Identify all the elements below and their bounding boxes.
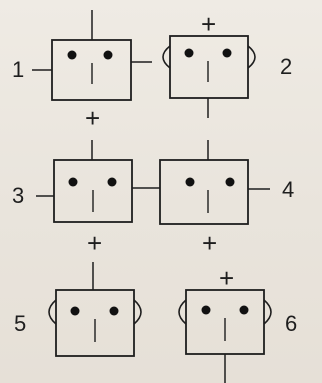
left-eye — [202, 306, 211, 315]
plus-sign: + — [202, 228, 217, 258]
left-eye — [71, 307, 80, 316]
face-3: 3 — [12, 160, 160, 222]
face-2: + 2 — [163, 9, 292, 118]
plus-sign: + — [219, 263, 234, 293]
left-eye — [68, 51, 77, 60]
plus-sign: + — [201, 9, 216, 39]
face-6: + 6 — [179, 263, 297, 383]
right-ear — [264, 300, 271, 324]
face-label-3: 3 — [12, 183, 24, 208]
left-ear — [179, 300, 186, 324]
right-eye — [226, 178, 235, 187]
right-eye — [104, 51, 113, 60]
right-eye — [108, 178, 117, 187]
right-eye — [240, 306, 249, 315]
face-label-2: 2 — [280, 54, 292, 79]
left-eye — [186, 178, 195, 187]
face-label-4: 4 — [282, 177, 294, 202]
right-eye — [223, 49, 232, 58]
face-label-6: 6 — [285, 311, 297, 336]
left-ear — [163, 46, 170, 68]
plus-sign: + — [85, 103, 100, 133]
left-ear — [49, 300, 56, 324]
right-ear — [134, 300, 141, 324]
face-1: 1 — [12, 10, 152, 100]
face-4: 4 — [160, 160, 294, 224]
face-label-1: 1 — [12, 57, 24, 82]
left-eye — [69, 178, 78, 187]
right-ear — [248, 46, 255, 68]
right-eye — [110, 307, 119, 316]
face-5: 5 — [14, 290, 141, 356]
left-eye — [185, 49, 194, 58]
plus-sign: + — [87, 228, 102, 258]
face-label-5: 5 — [14, 311, 26, 336]
